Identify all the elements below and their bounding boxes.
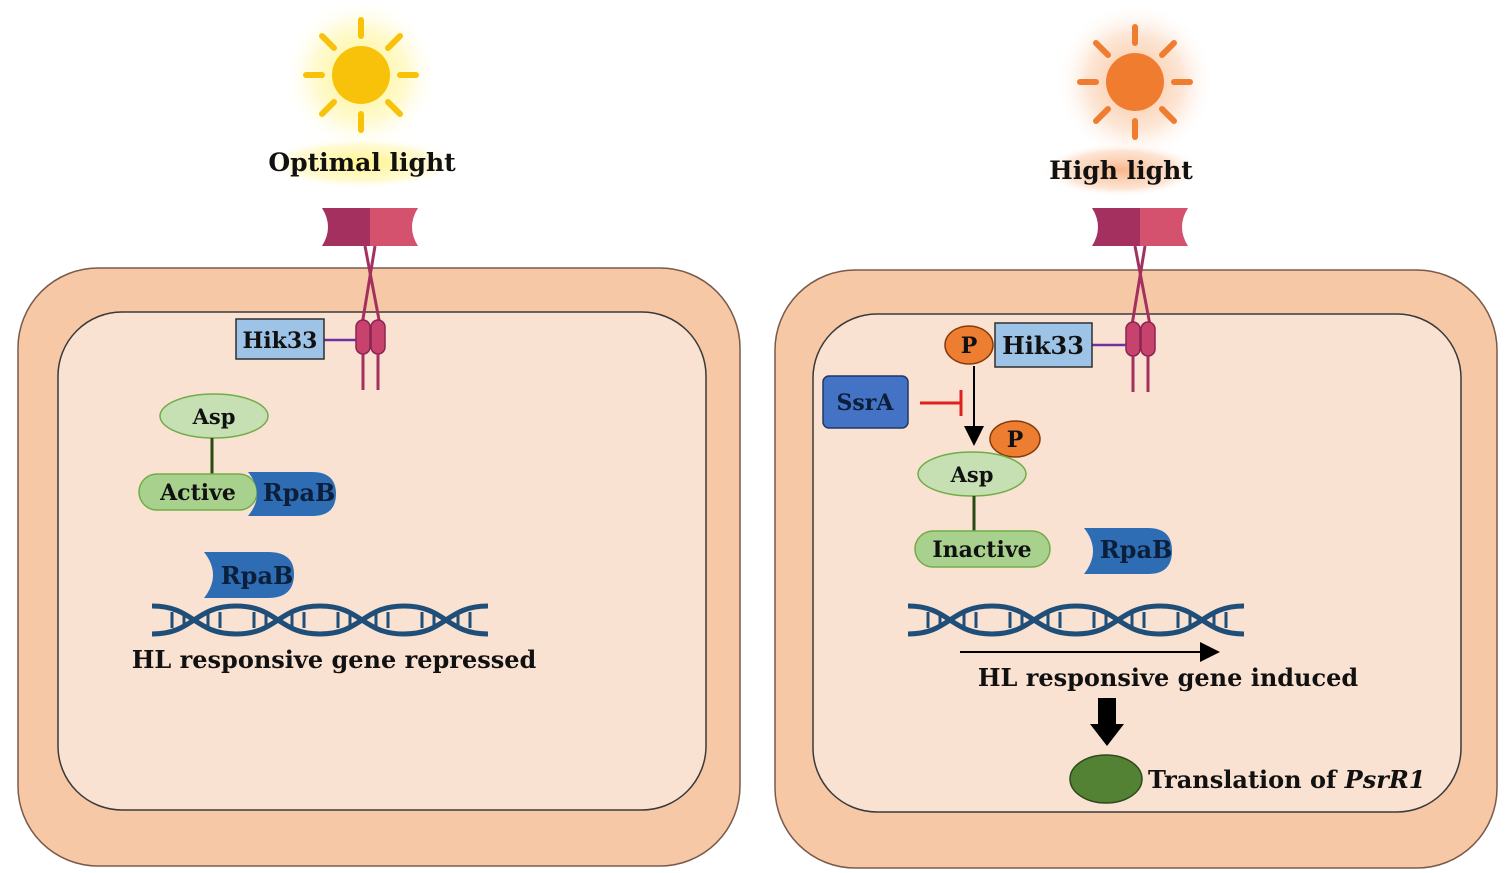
right-translation-gene: PsrR1: [1344, 765, 1426, 794]
left-receptor-icon: [322, 208, 418, 390]
right-phospho-kinase-oval: [944, 325, 994, 365]
right-translation-arrow-icon: [1090, 698, 1124, 746]
left-light-label: Optimal light: [268, 148, 456, 177]
left-asp-label: Asp: [192, 404, 236, 429]
right-inactive-pill: [914, 530, 1051, 568]
left-sun-icon: [283, 0, 439, 153]
left-rpab-bound-label: RpaB: [263, 478, 336, 507]
right-inactive-label: Inactive: [932, 537, 1031, 563]
left-panel: Optimal light Hik33 Asp Active RpaB RpaB: [17, 0, 741, 867]
right-translation-label: Translation of PsrR1: [1148, 765, 1426, 794]
right-translation-prefix: Translation of: [1148, 765, 1345, 794]
right-psrr1-oval: [1069, 754, 1143, 804]
right-ssra-label: SsrA: [837, 390, 895, 416]
left-cytoplasm: [57, 311, 707, 811]
left-asp-oval: [159, 393, 269, 439]
right-panel: High light Hik33 P SsrA: [774, 2, 1498, 869]
right-inhibition-icon: [920, 390, 963, 416]
right-asp-label: Asp: [950, 462, 994, 487]
right-gene-label: HL responsive gene induced: [978, 663, 1359, 692]
right-hik33-box: [994, 322, 1093, 368]
right-sun-icon: [1055, 2, 1215, 162]
right-light-label: High light: [1049, 156, 1193, 185]
right-receptor-icon: [1092, 208, 1188, 392]
right-asp-oval: [917, 451, 1027, 497]
left-rpab-dna-label: RpaB: [221, 561, 294, 590]
left-dna-icon: [151, 603, 489, 637]
left-rpab-bound-shape: [248, 472, 336, 516]
left-hik33-box: [235, 318, 325, 360]
left-active-label: Active: [159, 480, 236, 506]
left-gene-label: HL responsive gene repressed: [132, 645, 537, 674]
right-hik33-label: Hik33: [1002, 331, 1084, 360]
right-dna-icon: [907, 603, 1245, 637]
right-phospho-asp-oval: [989, 420, 1041, 458]
right-phospho-asp-label: P: [1007, 427, 1024, 453]
left-hik33-label: Hik33: [242, 328, 317, 354]
right-rpab-free-shape: [1084, 528, 1172, 574]
left-rpab-dna-shape: [204, 552, 294, 598]
right-phospho-kinase-label: P: [961, 333, 978, 359]
right-ssra-box: [822, 375, 909, 429]
right-rpab-free-label: RpaB: [1100, 535, 1173, 564]
